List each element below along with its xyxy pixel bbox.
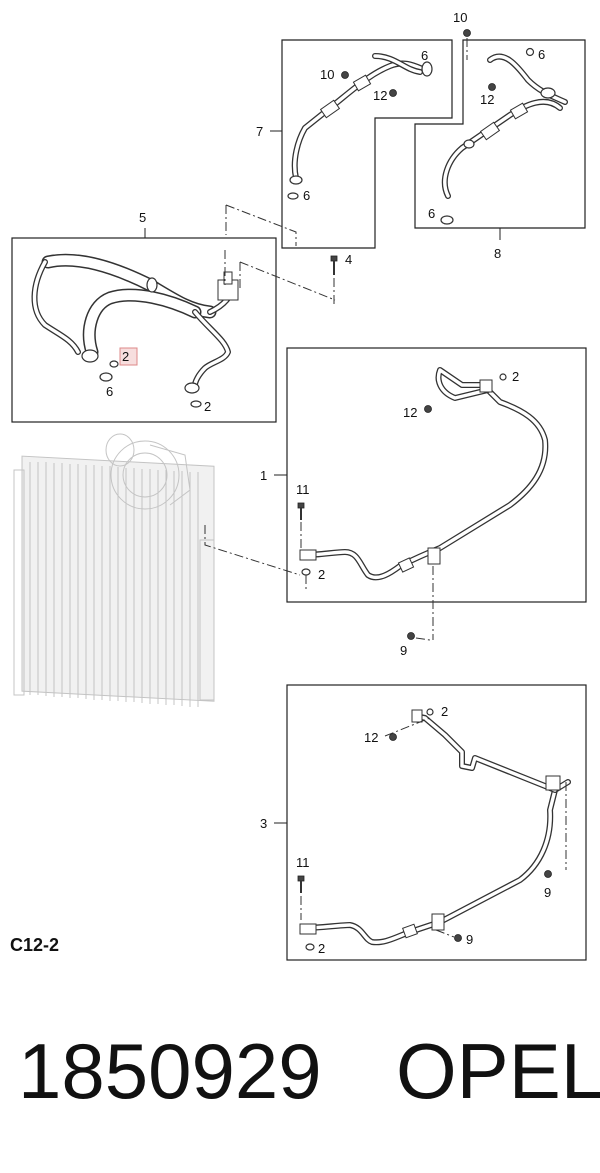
brand-name: OPEL: [396, 1027, 600, 1115]
callout-group-7[interactable]: 7: [256, 124, 263, 139]
pipe-group-1[interactable]: [274, 347, 587, 603]
pipe-group-3[interactable]: [274, 684, 587, 961]
nut-9-b[interactable]: [544, 870, 552, 878]
callout-bolt-11-a[interactable]: 11: [296, 482, 310, 497]
callout-nut-12-c[interactable]: 12: [403, 405, 417, 420]
callout-nut-9-c[interactable]: 9: [466, 932, 473, 947]
diagram-code: C12-2: [10, 935, 59, 955]
bolt-11-b[interactable]: [297, 875, 305, 893]
callout-group-5[interactable]: 5: [139, 210, 146, 225]
nut-9-c[interactable]: [454, 934, 462, 942]
callout-nut-12-a[interactable]: 12: [373, 88, 387, 103]
highlight-ring-2[interactable]: [119, 347, 138, 366]
callout-ring-2-a[interactable]: 2: [204, 399, 211, 414]
callout-ring-6-b[interactable]: 6: [303, 188, 310, 203]
callout-ring-6-d[interactable]: 6: [428, 206, 435, 221]
pipe-group-5[interactable]: [11, 228, 277, 423]
callout-ring-6-a[interactable]: 6: [421, 48, 428, 63]
callout-group-8[interactable]: 8: [494, 246, 501, 261]
callout-bolt-11-b[interactable]: 11: [296, 855, 310, 870]
bolt-4[interactable]: [330, 255, 338, 275]
callout-ring-2-b[interactable]: 2: [512, 369, 519, 384]
callout-ring-6-e[interactable]: 6: [106, 384, 113, 399]
callout-nut-9-b[interactable]: 9: [544, 885, 551, 900]
nut-9-a[interactable]: [407, 632, 415, 640]
callout-ring-6-c[interactable]: 6: [538, 47, 545, 62]
callout-ring-2-e[interactable]: 2: [318, 941, 325, 956]
callout-nut-9-a[interactable]: 9: [400, 643, 407, 658]
callout-nut-10-b[interactable]: 10: [453, 10, 467, 25]
callout-nut-10-a[interactable]: 10: [320, 67, 334, 82]
callout-nut-12-b[interactable]: 12: [480, 92, 494, 107]
pipe-group-7[interactable]: [270, 39, 453, 249]
nut-10-top[interactable]: [463, 29, 471, 37]
part-number: 1850929: [18, 1027, 322, 1115]
bolt-11-a[interactable]: [297, 502, 305, 520]
callout-ring-2-c[interactable]: 2: [318, 567, 325, 582]
callout-group-3[interactable]: 3: [260, 816, 267, 831]
condenser-ghost-illustration: [13, 433, 215, 707]
callout-bolt-4[interactable]: 4: [345, 252, 352, 267]
pipe-group-8[interactable]: [414, 39, 586, 240]
callout-ring-2-d[interactable]: 2: [441, 704, 448, 719]
callout-group-1[interactable]: 1: [260, 468, 267, 483]
callout-ring-2-highlighted[interactable]: 2: [122, 349, 129, 364]
callout-nut-12-d[interactable]: 12: [364, 730, 378, 745]
